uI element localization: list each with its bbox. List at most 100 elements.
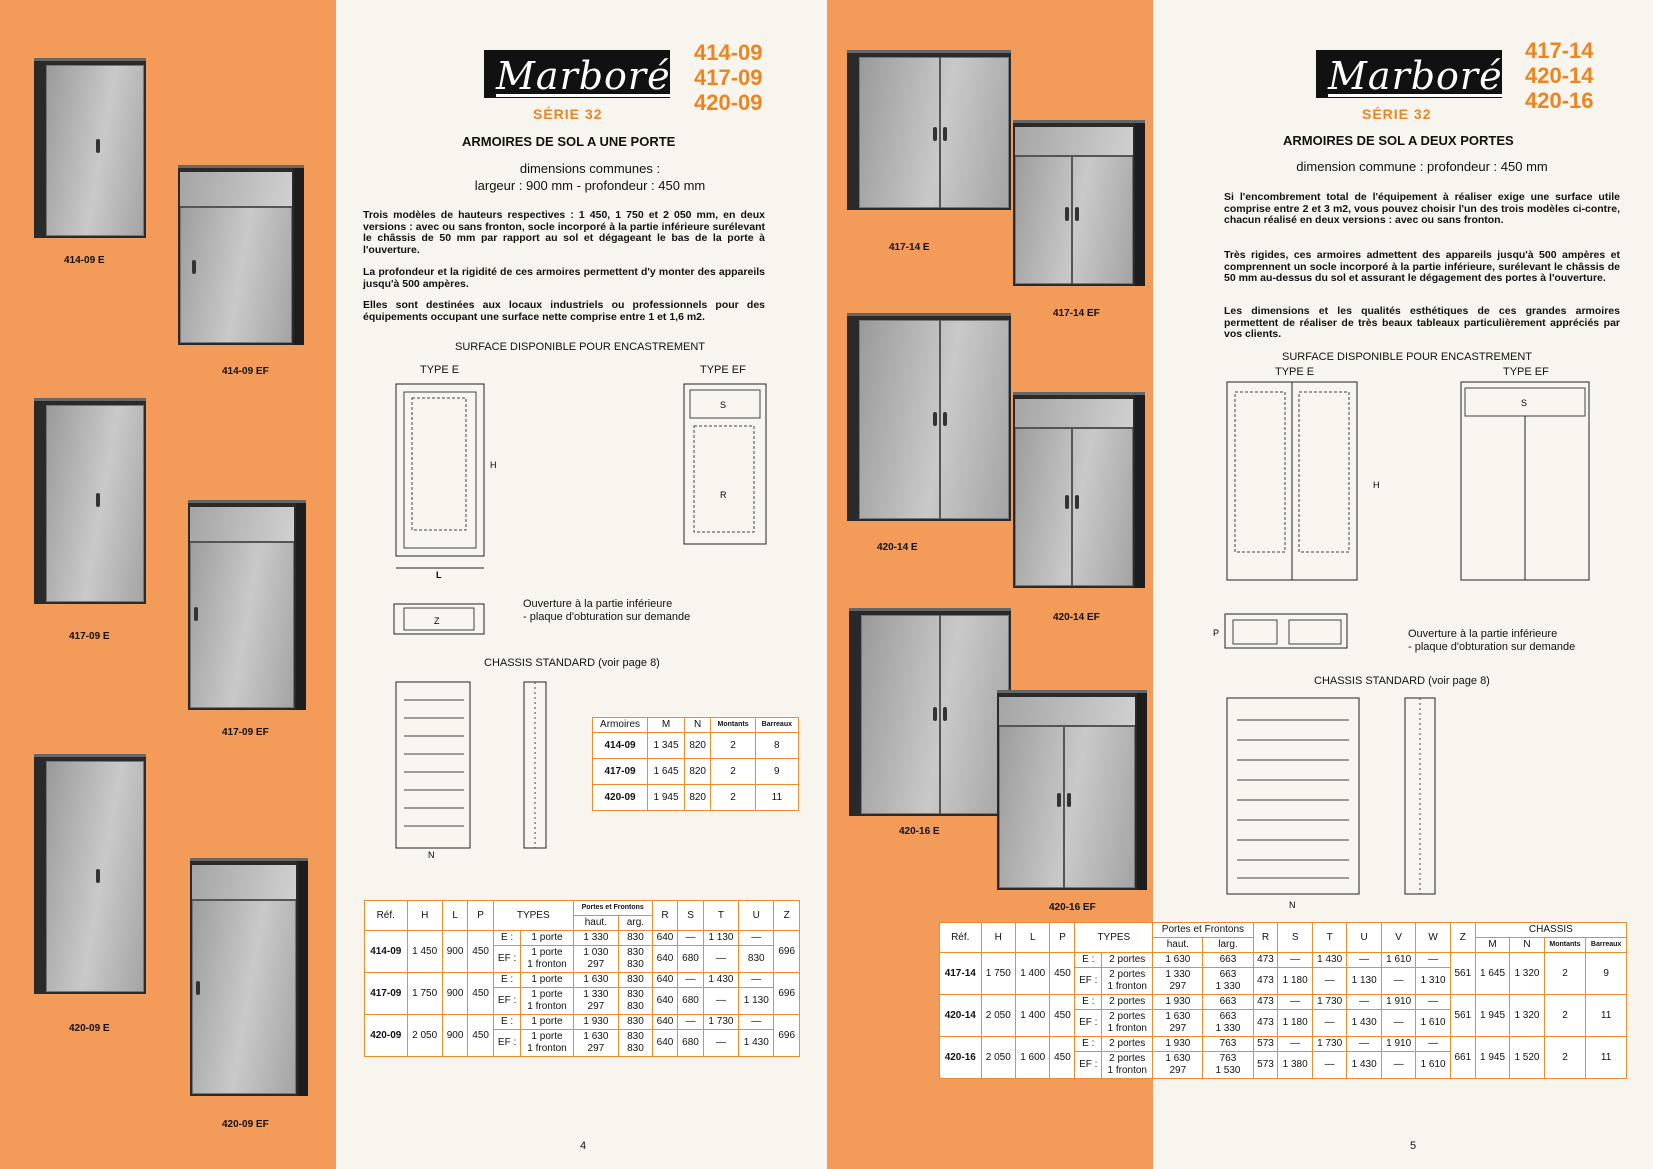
cabinet-417-09-ef (188, 500, 306, 710)
table-cell: 696 (773, 972, 800, 1015)
paragraph-2: La profondeur et la rigidité de ces armo… (363, 266, 765, 290)
table-cell: 1 porte (520, 972, 574, 988)
table-cell: 830 (618, 1014, 653, 1030)
page-number: 4 (580, 1140, 587, 1152)
table-cell: 1 930 (1152, 994, 1204, 1010)
cell-line: 1 porte (531, 1031, 563, 1042)
page-number: 5 (1410, 1140, 1417, 1152)
cell-line: 1 fronton (527, 959, 567, 970)
table-cell: — (702, 945, 740, 973)
caption-420-16-e: 420-16 E (899, 826, 940, 837)
header-cell: T (1311, 922, 1348, 953)
svg-text:R: R (720, 490, 727, 500)
table-cell: 420-16 (939, 1036, 982, 1079)
cabinet-420-14-ef (1013, 392, 1145, 588)
table-cell: 473 (1252, 967, 1279, 995)
surface-heading: SURFACE DISPONIBLE POUR ENCASTREMENT (1282, 351, 1532, 363)
header-cell: Montants (710, 717, 756, 733)
cell-line: 1 fronton (1107, 1065, 1147, 1076)
model-number: 420-09 (694, 90, 763, 115)
serie-label: SÉRIE 32 (533, 106, 603, 122)
header-cell: TYPES (492, 900, 574, 931)
header-cell: U (1346, 922, 1382, 953)
table-cell: 1 porte (520, 930, 574, 946)
table-cell: 1 610 (1415, 1009, 1451, 1037)
spec-table-left: Réf. H L P TYPES Portes et Frontons R S … (364, 900, 800, 1057)
header-cell: V (1380, 922, 1417, 953)
cell: 420-09 (591, 784, 649, 811)
type-e-label: TYPE E (420, 364, 460, 376)
table-cell: 573 (1252, 1036, 1279, 1052)
table-cell: 450 (1049, 994, 1076, 1037)
spec-table-right: Réf. H L P TYPES Portes et Frontons R S … (939, 922, 1628, 1079)
table-cell: 473 (1252, 952, 1279, 968)
chassis-diagram: N (1226, 697, 1360, 910)
table-cell: 1 430 (738, 1029, 775, 1057)
table-cell: 1 930 (572, 1014, 620, 1030)
surface-heading: SURFACE DISPONIBLE POUR ENCASTREMENT (455, 341, 705, 353)
cell-line: 297 (587, 959, 605, 970)
cell-line: 297 (1169, 1023, 1187, 1034)
svg-text:P: P (1213, 628, 1219, 638)
table-cell: 640 (651, 945, 679, 973)
header-cell: H (980, 922, 1017, 953)
right-page: 417-14 E 417-14 EF 420-14 E 420-14 EF 42… (827, 0, 1653, 1169)
cell-line: 1 530 (1215, 1065, 1241, 1076)
table-cell: — (1380, 1051, 1417, 1079)
caption-420-14-e: 420-14 E (877, 542, 918, 553)
table-cell: E : (492, 1014, 522, 1030)
cabinet-417-09-e (34, 398, 146, 604)
table-cell: 763 (1202, 1036, 1254, 1052)
cell-line: 1 330 (1215, 1023, 1241, 1034)
header-cell: Barreaux (754, 717, 800, 733)
cabinet-414-09-ef (178, 165, 304, 345)
cell-line: 1 630 (1165, 1011, 1191, 1022)
cell: 414-09 (591, 732, 649, 759)
cell-line: 1 330 (1165, 969, 1191, 980)
table-cell: 830 (618, 930, 653, 946)
table-cell: 1 600 (1014, 1036, 1051, 1079)
ouverture-line-1: Ouverture à la partie inférieure (523, 598, 673, 610)
header-cell: N (683, 717, 712, 733)
table-cell: 11 (1585, 994, 1627, 1037)
cell-line: 663 (1219, 1011, 1237, 1022)
header-cell: Montants (1543, 937, 1587, 953)
table-cell: 450 (467, 1014, 494, 1057)
cell: 820 (683, 732, 712, 759)
table-cell: 450 (1049, 952, 1076, 995)
header-cell: S (1277, 922, 1313, 953)
cell: 11 (754, 784, 800, 811)
table-cell: EF : (1074, 967, 1103, 995)
table-cell: 573 (1252, 1051, 1279, 1079)
cell-line: 830 (627, 989, 644, 1000)
cell-line: 663 (1219, 969, 1237, 980)
ouverture-line-2: - plaque d'obturation sur demande (1408, 641, 1576, 653)
cabinet-414-09-e (34, 58, 146, 238)
cell-line: 1 030 (583, 947, 609, 958)
table-cell: — (1277, 994, 1313, 1010)
table-cell: 450 (1049, 1036, 1076, 1079)
cell-line: 830 (627, 947, 644, 958)
table-cell: 696 (773, 1014, 800, 1057)
header-cell: Portes et Frontons (572, 900, 653, 916)
paragraph-2: Très rigides, ces armoires admettent des… (1224, 249, 1620, 284)
cell-line: 763 (1219, 1053, 1237, 1064)
table-cell: 1 320 (1509, 952, 1545, 995)
model-number: 417-09 (694, 65, 763, 90)
table-cell: — (1277, 1036, 1313, 1052)
table-cell: 1 180 (1277, 967, 1313, 995)
table-cell: 2 portes (1101, 1036, 1154, 1052)
